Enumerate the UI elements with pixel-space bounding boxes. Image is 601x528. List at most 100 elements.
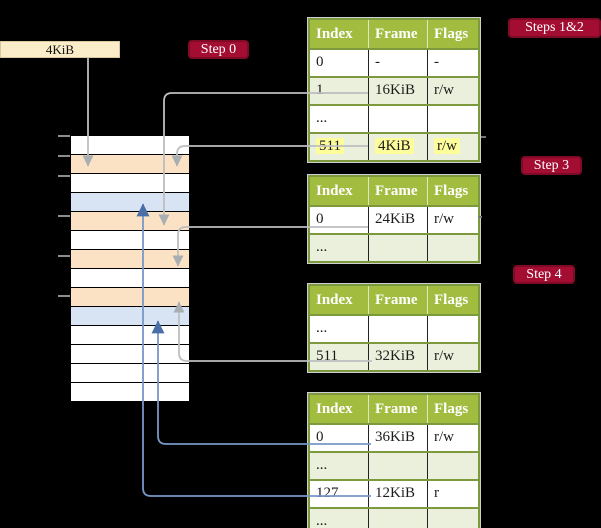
cell-text: - (375, 54, 380, 70)
table-row: ... (310, 104, 478, 132)
cell-frame (368, 509, 427, 528)
cell-text-highlighted: 4KiB (375, 138, 414, 154)
address-tick (58, 175, 70, 177)
cell-flags: r/w (427, 344, 478, 370)
memory-frame-row-page-table (70, 211, 190, 231)
cell-text: r (434, 485, 439, 501)
cell-text: 12KiB (375, 485, 416, 501)
cell-text: r/w (434, 429, 454, 445)
cell-text: ... (316, 239, 328, 255)
cell-index: 0 (310, 50, 368, 76)
cell-index: 127 (310, 481, 368, 507)
cell-frame: 16KiB (368, 78, 427, 104)
memory-frame-row-plain (70, 173, 190, 193)
cell-text: ... (316, 457, 328, 473)
cell-text: r/w (434, 82, 454, 98)
column-header-frame: Frame (368, 177, 427, 205)
table-header-row: Index Frame Flags (310, 20, 478, 48)
cell-flags (427, 106, 478, 132)
memory-frame-row-plain (70, 363, 190, 383)
memory-frame-row-data-page (70, 306, 190, 326)
memory-frame-row-data-page (70, 192, 190, 212)
cell-text: 1 (316, 82, 324, 98)
cell-frame (368, 235, 427, 261)
cell-flags (427, 235, 478, 261)
cell-text: 127 (316, 485, 339, 501)
address-tick (58, 155, 70, 157)
cell-frame: 12KiB (368, 481, 427, 507)
table-row: 511 32KiB r/w (310, 342, 478, 370)
cell-text: 24KiB (375, 211, 416, 227)
cell-flags: r/w (427, 134, 478, 160)
cell-flags: r/w (427, 425, 478, 451)
table-row: ... (310, 314, 478, 342)
cell-flags: r (427, 481, 478, 507)
table-row: ... (310, 507, 478, 528)
cell-flags: r/w (427, 78, 478, 104)
cell-flags: r/w (427, 207, 478, 233)
cell-frame (368, 316, 427, 342)
cell-index: ... (310, 453, 368, 479)
page-table-4: Index Frame Flags 0 36KiB r/w ... 127 12… (308, 393, 480, 528)
memory-frame-row-plain (70, 382, 190, 402)
table-header-row: Index Frame Flags (310, 286, 478, 314)
table-row: 127 12KiB r (310, 479, 478, 507)
badge-steps-1-2: Steps 1&2 (508, 18, 601, 38)
table-header-row: Index Frame Flags (310, 177, 478, 205)
cell-index: ... (310, 106, 368, 132)
column-header-flags: Flags (427, 286, 478, 314)
cell-text: 36KiB (375, 429, 416, 445)
cell-text: 0 (316, 54, 324, 70)
cell-text: 0 (316, 211, 324, 227)
cell-text: 511 (316, 348, 338, 364)
page-table-2: Index Frame Flags 0 24KiB r/w ... (308, 175, 480, 263)
memory-address-label: 4KiB (0, 41, 120, 58)
column-header-index: Index (316, 183, 353, 199)
memory-frame-row-plain (70, 344, 190, 364)
cell-text-highlighted: r/w (434, 138, 460, 154)
cell-index: 0 (310, 425, 368, 451)
badge-step-4: Step 4 (513, 265, 575, 284)
table-header-row: Index Frame Flags (310, 395, 478, 423)
cell-frame: - (368, 50, 427, 76)
cell-flags: - (427, 50, 478, 76)
column-header-frame: Frame (368, 286, 427, 314)
cell-text: ... (316, 110, 328, 126)
address-tick (58, 135, 70, 137)
cell-frame: 36KiB (368, 425, 427, 451)
cell-index: 511 (310, 134, 368, 160)
cell-frame: 4KiB (368, 134, 427, 160)
cell-flags (427, 453, 478, 479)
column-header-index: Index (316, 401, 353, 417)
cell-frame: 32KiB (368, 344, 427, 370)
memory-frame-row-plain (70, 135, 190, 155)
cell-index: 0 (310, 207, 368, 233)
column-header-flags: Flags (427, 20, 478, 48)
page-table-3: Index Frame Flags ... 511 32KiB r/w (308, 284, 480, 372)
cell-text: ... (316, 513, 328, 528)
table-row: 0 24KiB r/w (310, 205, 478, 233)
cell-index: 1 (310, 78, 368, 104)
cell-frame (368, 106, 427, 132)
memory-frame-row-plain (70, 268, 190, 288)
cell-index: ... (310, 235, 368, 261)
cell-text: 16KiB (375, 82, 416, 98)
column-header-frame: Frame (368, 20, 427, 48)
memory-frame-row-plain (70, 230, 190, 250)
cell-flags (427, 509, 478, 528)
cell-text: - (434, 54, 439, 70)
cell-frame: 24KiB (368, 207, 427, 233)
column-header-frame: Frame (368, 395, 427, 423)
badge-step-3: Step 3 (521, 156, 582, 175)
column-header-flags: Flags (427, 177, 478, 205)
cell-text: r/w (434, 211, 454, 227)
cell-text: ... (316, 320, 328, 336)
cell-text-highlighted: 511 (316, 138, 344, 154)
memory-frame-row-page-table (70, 154, 190, 174)
table-row: ... (310, 233, 478, 261)
page-table-1: Index Frame Flags 0 - - 1 16KiB r/w ... … (308, 18, 480, 162)
address-tick (58, 295, 70, 297)
table-row: 1 16KiB r/w (310, 76, 478, 104)
table-row-highlighted: 511 4KiB r/w (310, 132, 478, 160)
